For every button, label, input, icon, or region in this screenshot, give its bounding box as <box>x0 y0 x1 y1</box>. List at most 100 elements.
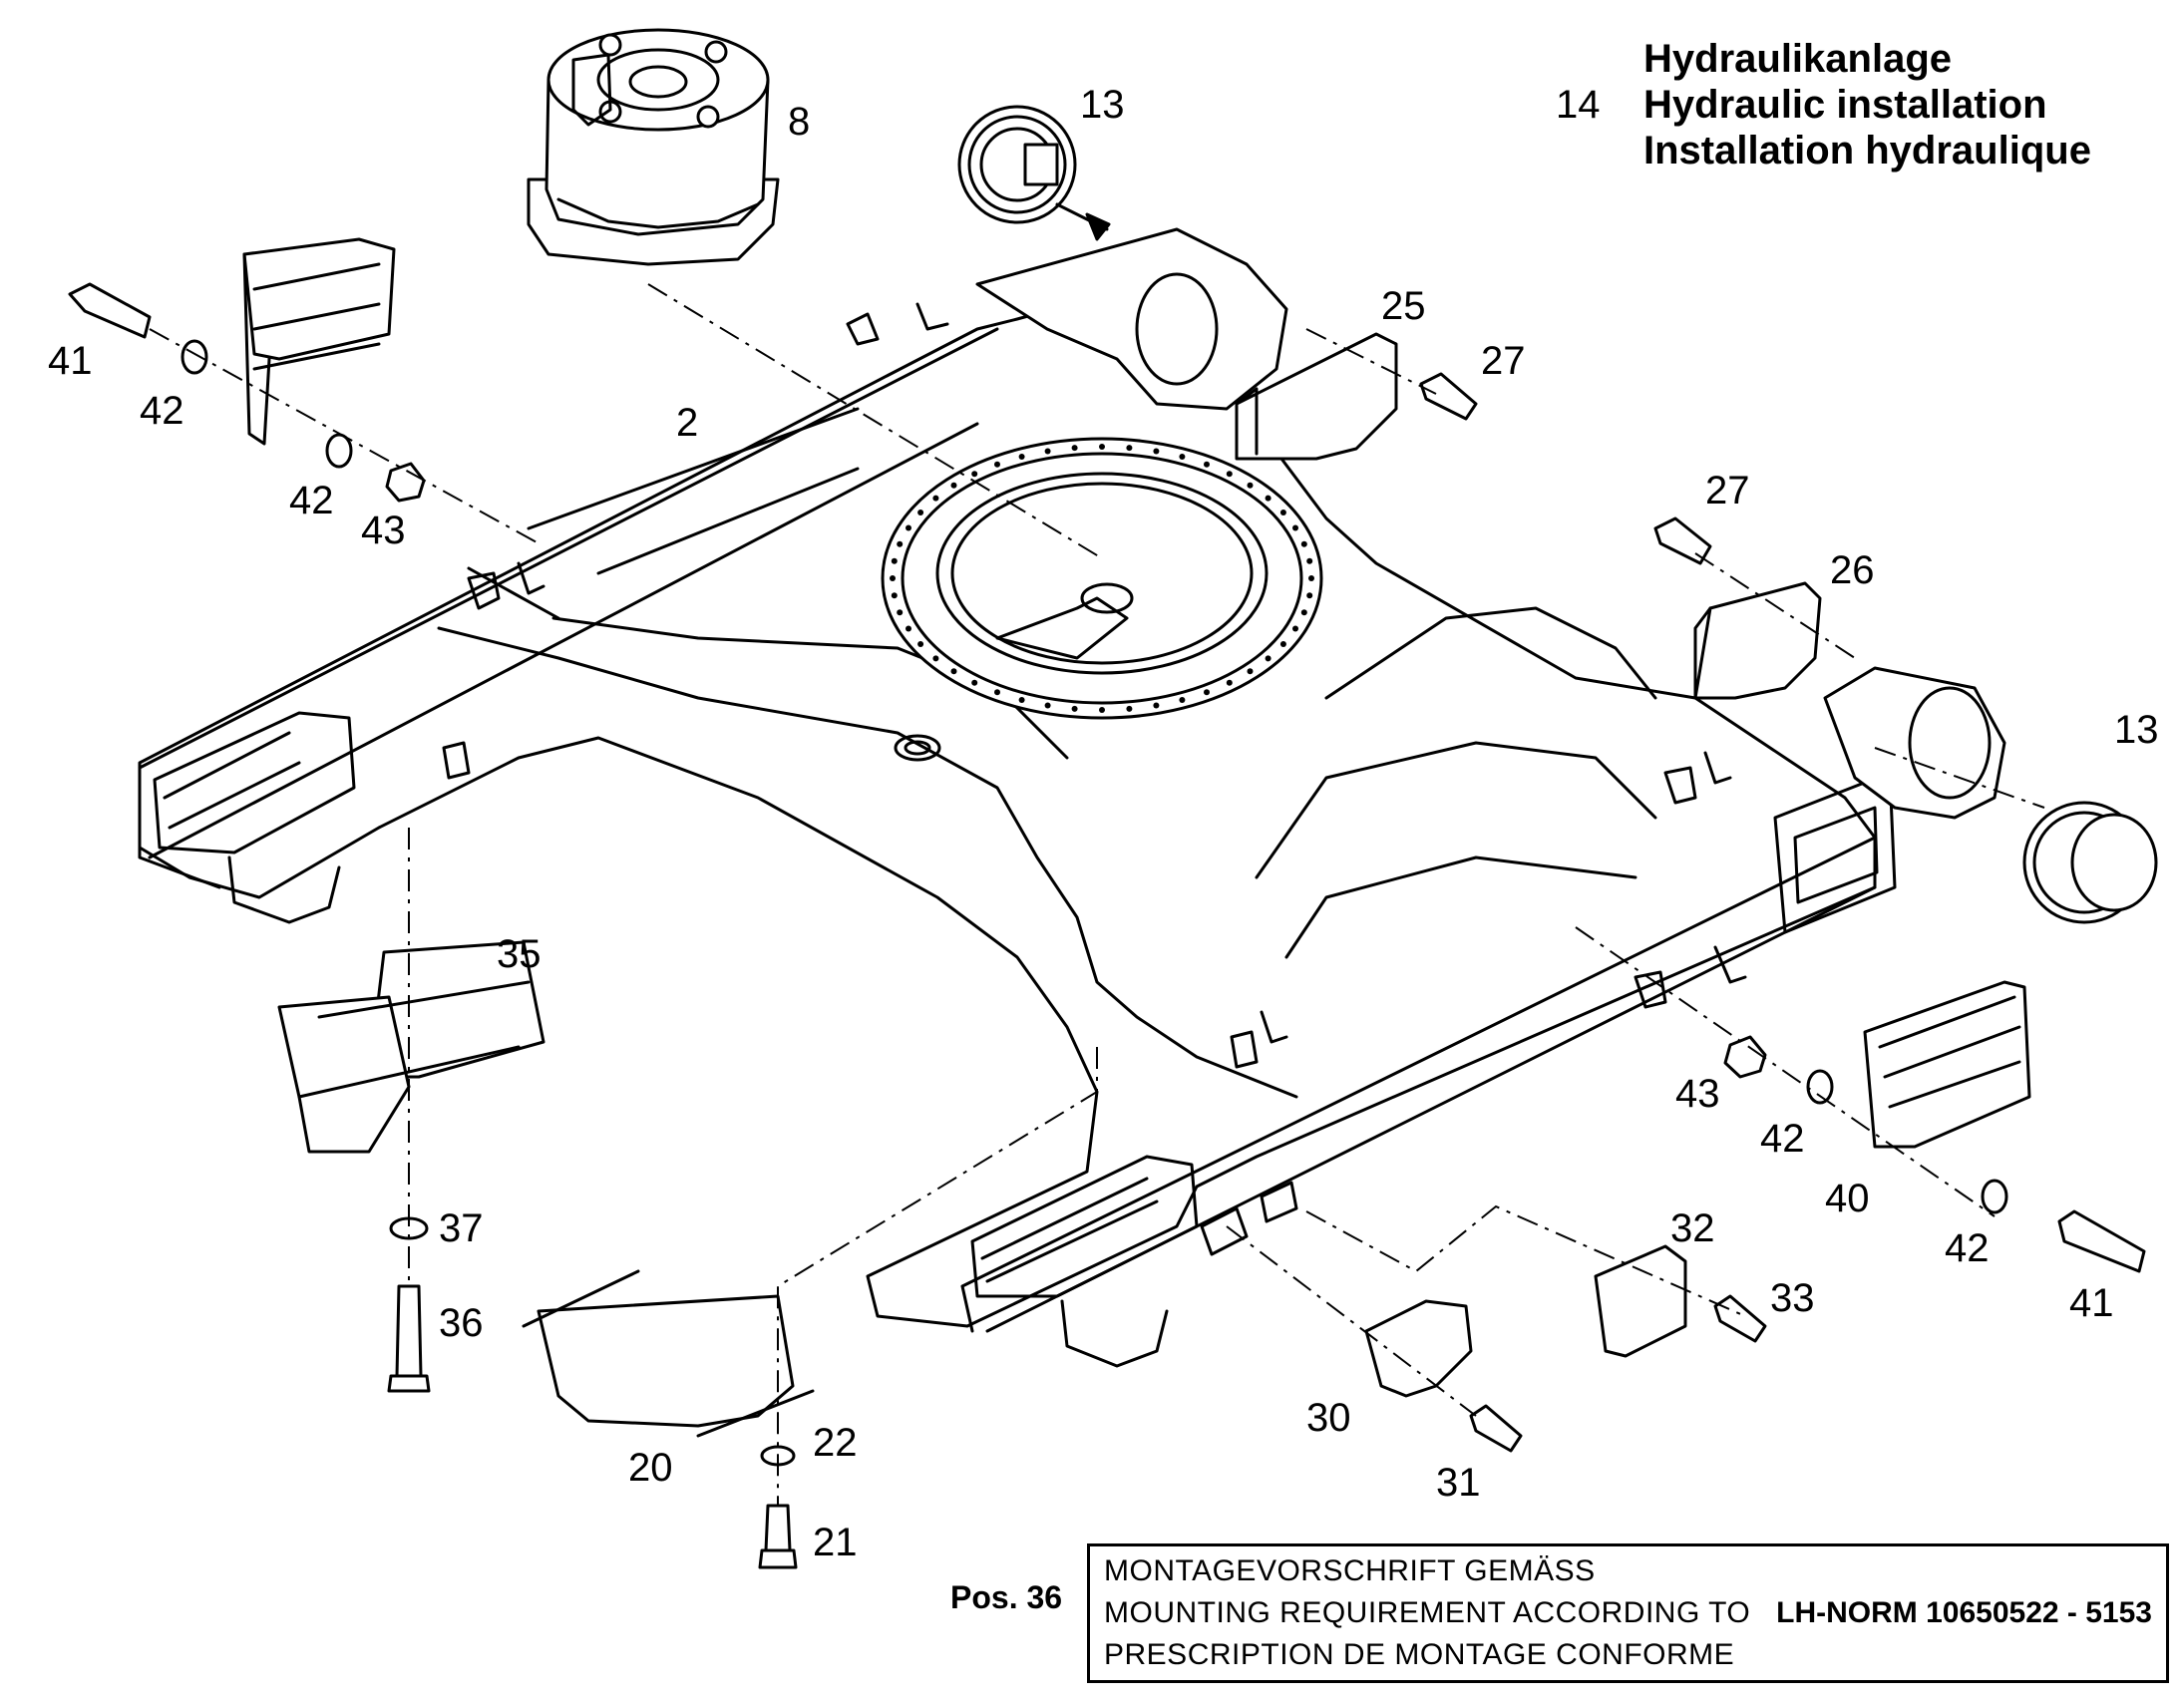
label-25: 25 <box>1381 284 1426 328</box>
ring-bolt-hole <box>1292 524 1298 531</box>
label-37: 37 <box>439 1206 484 1250</box>
cover-plate-25 <box>1235 332 1398 461</box>
label-8: 8 <box>788 100 810 144</box>
ring-bolt-hole <box>994 689 1000 696</box>
note-line-en: MOUNTING REQUIREMENT ACCORDING TO <box>1104 1596 1751 1629</box>
ring-bolt-hole <box>1265 655 1272 662</box>
ring-bolt-hole <box>1247 668 1254 675</box>
label-20: 20 <box>628 1446 673 1490</box>
nut-43-left <box>385 462 426 503</box>
step-plate-right <box>1863 980 2031 1149</box>
header-title-fr: Installation hydraulique <box>1643 129 2091 172</box>
label-26: 26 <box>1830 548 1875 592</box>
label-41-right: 41 <box>2069 1281 2114 1325</box>
group-header: Hydraulikanlage 14 Hydraulic installatio… <box>1556 37 2091 172</box>
part-labels: 2 8 13 13 20 21 22 25 26 27 27 30 31 32 … <box>48 83 2159 1564</box>
ring-bolt-hole <box>950 668 957 675</box>
label-36: 36 <box>439 1301 484 1345</box>
ring-bolt-hole <box>1204 461 1210 468</box>
washer-42-left-a <box>181 339 208 375</box>
ring-bolt-hole <box>1018 454 1025 460</box>
label-31: 31 <box>1436 1461 1481 1505</box>
slewing-ring <box>881 437 1323 720</box>
label-43-right: 43 <box>1675 1072 1720 1116</box>
ring-bolt-hole <box>1071 705 1078 712</box>
label-13-right: 13 <box>2114 708 2159 752</box>
bolt-27-right <box>1653 516 1712 565</box>
ring-bolt-hole <box>897 609 904 616</box>
cover-30 <box>1364 1299 1473 1398</box>
label-27-right: 27 <box>1705 469 1750 512</box>
ring-bolt-hole <box>971 471 978 478</box>
guard-35 <box>277 940 545 1154</box>
ring-bolt-hole <box>1300 540 1307 547</box>
ring-bolt-hole <box>917 641 924 647</box>
ring-bolt-hole <box>1306 557 1313 564</box>
washer-42-right-b <box>1981 1179 2008 1214</box>
ring-bolt-hole <box>1265 495 1272 502</box>
mounting-note-box: MONTAGEVORSCHRIFT GEMÄSS MOUNTING REQUIR… <box>1087 1543 2169 1683</box>
undercarriage-frame <box>138 287 1897 1368</box>
ring-bolt-hole <box>994 461 1000 468</box>
label-21: 21 <box>813 1521 858 1564</box>
label-22: 22 <box>813 1421 858 1465</box>
cover-plate-26 <box>1693 581 1822 700</box>
ring-bolt-hole <box>1153 448 1160 455</box>
bolt-31 <box>1469 1404 1523 1453</box>
washer-42-left-b <box>325 433 353 469</box>
ring-bolt-hole <box>906 524 911 531</box>
ring-bolt-hole <box>1044 448 1051 455</box>
header-title-en: Hydraulic installation <box>1643 83 2047 127</box>
ring-bolt-hole <box>1279 641 1286 647</box>
ring-bolt-hole <box>897 540 904 547</box>
bottom-plate-20 <box>522 1269 815 1438</box>
travel-motor-top <box>957 105 1111 241</box>
ring-bolt-hole <box>1292 625 1298 632</box>
header-title-de: Hydraulikanlage <box>1643 37 1952 81</box>
label-27-top: 27 <box>1481 339 1526 383</box>
ring-bolt-hole <box>1099 707 1105 713</box>
ring-bolt-hole <box>1247 482 1254 489</box>
ring-bolt-hole <box>1300 609 1307 616</box>
ring-bolt-hole <box>1179 454 1186 460</box>
label-30: 30 <box>1306 1396 1351 1440</box>
label-40: 40 <box>1825 1177 1870 1220</box>
note-line-de: MONTAGEVORSCHRIFT GEMÄSS <box>1104 1554 1596 1587</box>
ring-bolt-hole <box>1071 445 1078 452</box>
ring-bolt-hole <box>971 679 978 686</box>
drive-housing-top <box>975 227 1288 411</box>
ring-bolt-hole <box>1226 679 1233 686</box>
ring-bolt-hole <box>891 592 898 599</box>
rotary-joint <box>527 28 780 266</box>
bolt-27-top <box>1419 372 1478 421</box>
ring-bolt-hole <box>906 625 911 632</box>
label-33: 33 <box>1770 1276 1815 1320</box>
header-group-number: 14 <box>1556 83 1601 127</box>
bolt-41-right <box>2057 1209 2146 1273</box>
note-position-label: Pos. 36 <box>950 1579 1063 1615</box>
ring-bolt-hole <box>917 510 924 515</box>
label-43-left: 43 <box>361 509 406 552</box>
ring-bolt-hole <box>1153 702 1160 709</box>
ring-bolt-hole <box>1179 697 1186 703</box>
ring-bolt-hole <box>932 655 939 662</box>
bolt-41-left <box>68 282 152 339</box>
ring-bolt-hole <box>1126 445 1133 452</box>
label-35: 35 <box>497 932 542 976</box>
bolt-36 <box>387 1284 431 1393</box>
assembly-lines <box>149 283 2045 1506</box>
ring-bolt-hole <box>1018 697 1025 703</box>
label-42-right-a: 42 <box>1760 1117 1805 1161</box>
ring-bolt-hole <box>950 482 957 489</box>
ring-bolt-hole <box>1279 510 1286 515</box>
note-standard-reference: LH-NORM 10650522 - 5153 <box>1776 1596 2152 1629</box>
ring-bolt-hole <box>1226 471 1233 478</box>
ring-bolt-hole <box>1306 592 1313 599</box>
travel-motor-right <box>2022 801 2158 924</box>
bolt-33 <box>1713 1294 1767 1343</box>
ring-bolt-hole <box>1099 444 1105 450</box>
label-2: 2 <box>676 401 698 445</box>
bolt-21 <box>758 1504 798 1569</box>
note-line-fr: PRESCRIPTION DE MONTAGE CONFORME <box>1104 1638 1735 1671</box>
label-13-top: 13 <box>1080 83 1125 127</box>
